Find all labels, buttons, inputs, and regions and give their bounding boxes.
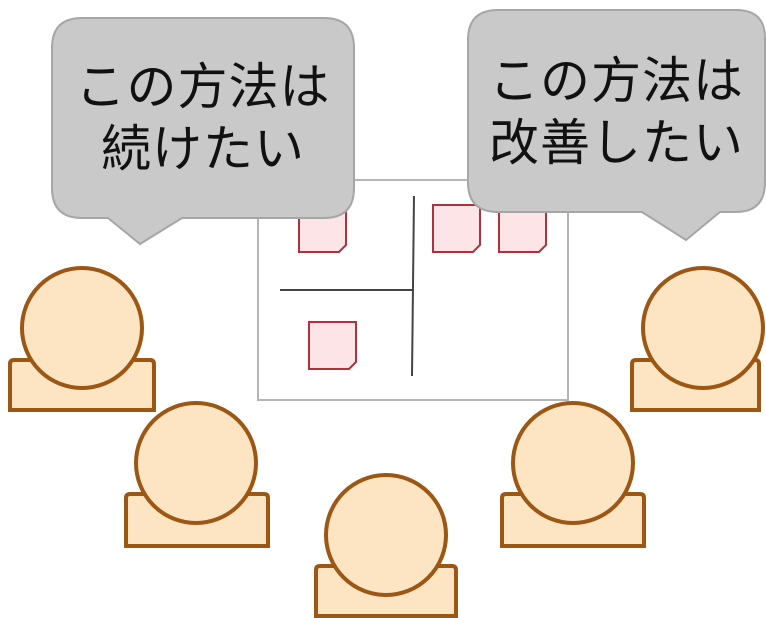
person-left <box>8 266 156 412</box>
person-middle-left <box>124 401 270 548</box>
sticky-note <box>308 321 357 370</box>
bubble-left-line-1: この方法は <box>75 58 331 116</box>
person-middle-right <box>500 401 646 548</box>
person-head <box>324 473 448 597</box>
person-head <box>20 266 144 390</box>
sticky-note <box>432 204 481 253</box>
speech-bubble-right <box>467 9 766 242</box>
person-center <box>314 473 458 618</box>
speech-bubble-left-text: この方法は 続けたい <box>52 56 354 180</box>
whiteboard-vertical-divider <box>411 195 415 377</box>
bubble-left-line-2: 続けたい <box>101 120 305 178</box>
person-head <box>511 401 635 525</box>
speech-bubble-left <box>51 17 355 246</box>
person-right <box>630 266 765 412</box>
person-head <box>134 401 258 525</box>
bubble-right-line-2: 改善したい <box>489 114 744 172</box>
bubble-right-line-1: この方法は <box>489 52 744 110</box>
person-head <box>641 266 765 390</box>
speech-bubble-right-text: この方法は 改善したい <box>468 50 765 174</box>
